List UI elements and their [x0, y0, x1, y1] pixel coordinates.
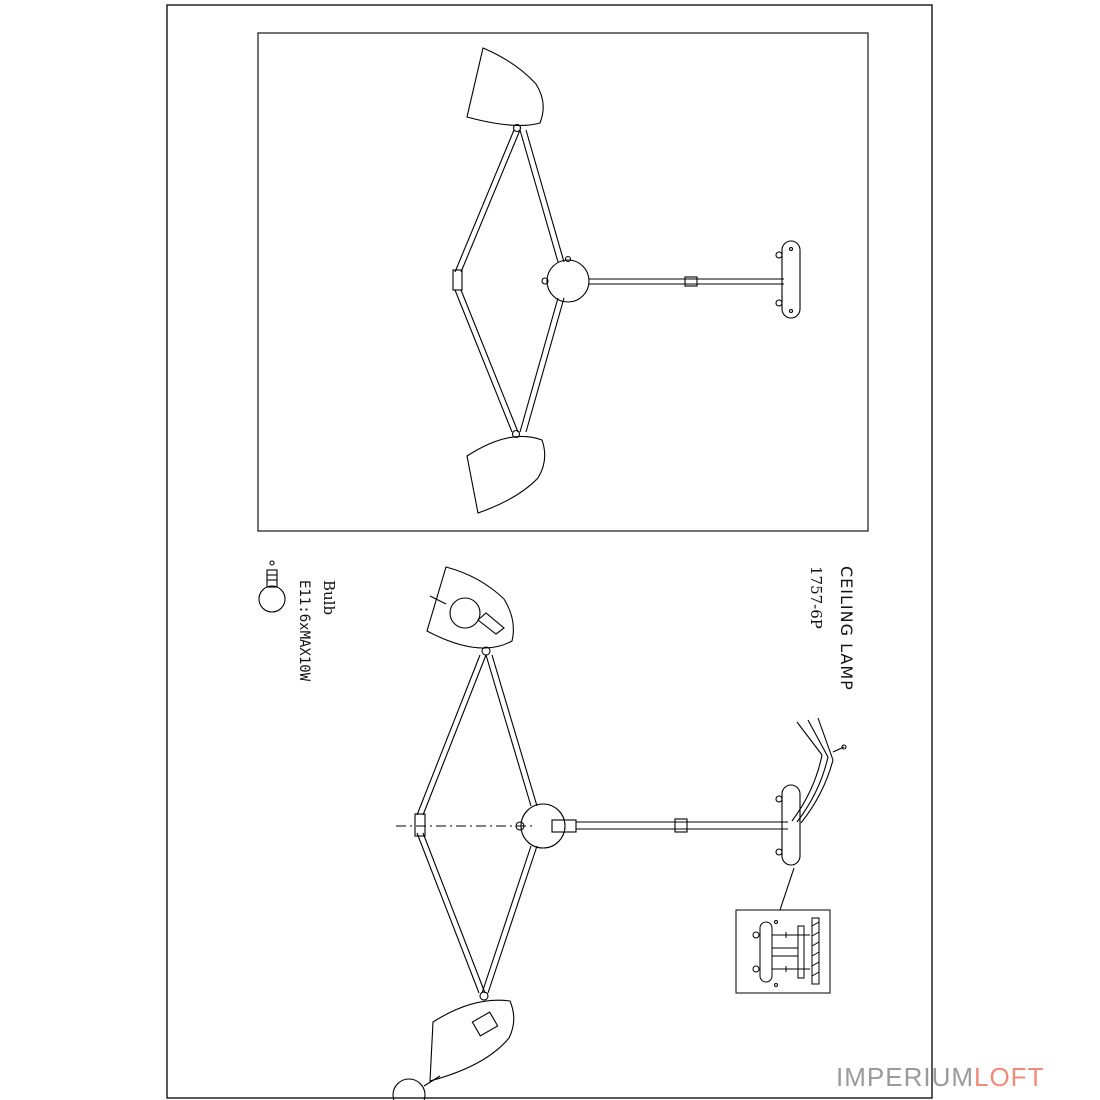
- outer-frame: [166, 4, 933, 1099]
- top-view-frame: [257, 32, 869, 532]
- bulb-label: Bulb: [320, 580, 338, 616]
- bulb-spec-block: Bulb E11:6xMAX10W: [296, 580, 338, 681]
- model-number: 1757-6P: [807, 566, 825, 629]
- hub: [546, 259, 590, 303]
- upper-shade: [466, 47, 544, 126]
- watermark-accent: LOFT: [974, 1062, 1045, 1092]
- side-stem-coupler: [674, 818, 688, 833]
- side-upper-bulb: [449, 597, 481, 629]
- watermark-primary: IMPERIUM: [836, 1062, 974, 1092]
- canopy: [781, 240, 801, 319]
- title-block: CEILING LAMP 1757-6P: [807, 566, 856, 691]
- side-upper-shade: [426, 566, 514, 649]
- detail-inset: [735, 909, 831, 994]
- side-lower-shade: [429, 999, 515, 1082]
- side-elbow-joint: [414, 813, 426, 837]
- stem-coupler: [684, 276, 698, 287]
- lower-shade: [466, 435, 546, 514]
- imperiumloft-watermark: IMPERIUMLOFT: [836, 1062, 1044, 1093]
- side-lower-bulb: [392, 1078, 426, 1100]
- top-view: [257, 32, 869, 532]
- detail-frame: [735, 909, 831, 994]
- bulb-icon: [258, 560, 286, 613]
- side-hub: [520, 803, 566, 849]
- side-view: [392, 566, 847, 1100]
- bulb-spec: E11:6xMAX10W: [296, 580, 312, 682]
- elbow-joint: [452, 269, 463, 291]
- side-canopy: [781, 784, 801, 866]
- drawing-title: CEILING LAMP: [837, 566, 856, 691]
